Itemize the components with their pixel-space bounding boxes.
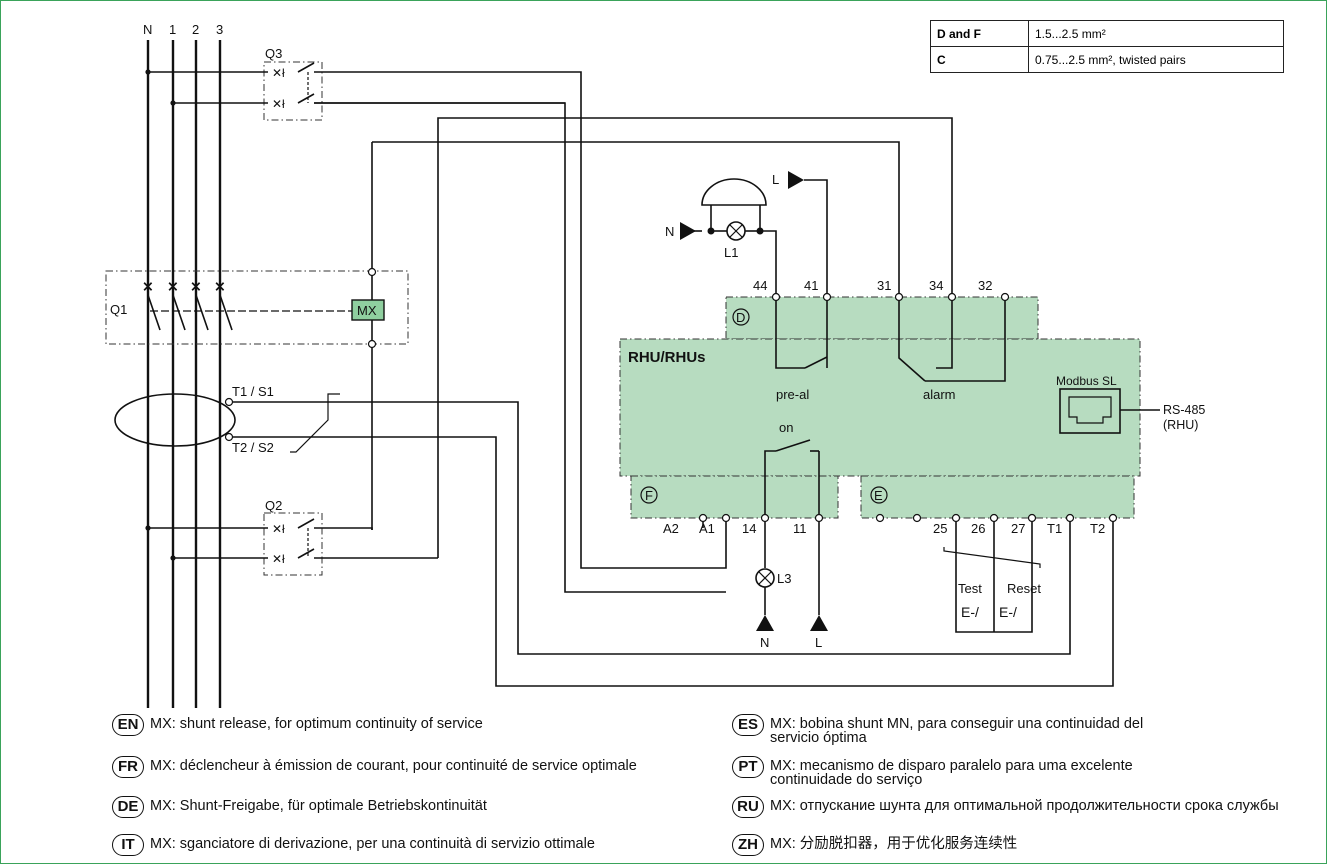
terminal-a1: A1 bbox=[699, 521, 715, 536]
cable-section-table: D and F 1.5...2.5 mm² C 0.75...2.5 mm², … bbox=[930, 20, 1284, 73]
legend-item-ru: RU MX: отпускание шунта для оптимальной … bbox=[732, 796, 1292, 818]
svg-text:⨯: ⨯ bbox=[190, 278, 202, 294]
lang-badge: EN bbox=[112, 714, 144, 736]
lamp-l3-label: L3 bbox=[777, 571, 791, 586]
legend-item-it: IT MX: sganciatore di derivazione, per u… bbox=[112, 834, 595, 856]
breaker-contact-icon: ✕ł bbox=[272, 552, 285, 566]
supply-l-bottom-label: L bbox=[815, 635, 822, 650]
supply-n-label: N bbox=[665, 224, 674, 239]
legend-text: MX: sganciatore di derivazione, per una … bbox=[150, 836, 595, 852]
legend-item-de: DE MX: Shunt-Freigabe, für optimale Betr… bbox=[112, 796, 487, 818]
button-test-label: Test bbox=[958, 581, 982, 596]
block-f-label: F bbox=[645, 488, 653, 503]
terminal-41: 41 bbox=[804, 278, 818, 293]
relay-prealarm-label: pre-al bbox=[776, 387, 809, 402]
shunt-mx-label: MX bbox=[357, 303, 377, 318]
terminal-34: 34 bbox=[929, 278, 943, 293]
terminal-32: 32 bbox=[978, 278, 992, 293]
legend-text: MX: shunt release, for optimum continuit… bbox=[150, 716, 483, 732]
toroid-t2-label: T2 / S2 bbox=[232, 440, 274, 455]
port-name: Modbus SL bbox=[1056, 374, 1117, 388]
block-d-label: D bbox=[736, 310, 745, 325]
port-link-note: (RHU) bbox=[1163, 418, 1198, 432]
horn-icon bbox=[701, 178, 767, 231]
terminal-44: 44 bbox=[753, 278, 767, 293]
svg-text:⨯: ⨯ bbox=[214, 278, 226, 294]
terminal-26: 26 bbox=[971, 521, 985, 536]
legend-text: MX: mecanismo de disparo paralelo para u… bbox=[770, 758, 1133, 788]
legend-item-en: EN MX: shunt release, for optimum contin… bbox=[112, 714, 483, 736]
test-switch-icon: E-/ bbox=[961, 604, 979, 620]
legend-item-pt: PT MX: mecanismo de disparo paralelo par… bbox=[732, 756, 1292, 787]
terminal-31: 31 bbox=[877, 278, 891, 293]
relay-on-label: on bbox=[779, 420, 793, 435]
bus-label-3: 3 bbox=[216, 22, 223, 37]
lang-badge: PT bbox=[732, 756, 764, 778]
block-f-badge bbox=[640, 486, 658, 504]
breaker-q2-label: Q2 bbox=[265, 498, 282, 513]
lang-badge: ES bbox=[732, 714, 764, 736]
bus-bars bbox=[146, 40, 222, 708]
block-e-badge bbox=[870, 486, 888, 504]
legend-item-zh: ZH MX: 分励脱扣器，用于优化服务连续性 bbox=[732, 834, 1292, 856]
breaker-contact-icon: ✕ł bbox=[272, 97, 285, 111]
breaker-q1-box bbox=[105, 270, 409, 345]
legend-text: MX: Shunt-Freigabe, für optimale Betrieb… bbox=[150, 798, 487, 814]
bus-label-1: 1 bbox=[169, 22, 176, 37]
lang-badge: DE bbox=[112, 796, 144, 818]
lang-badge: RU bbox=[732, 796, 764, 818]
svg-text:⨯: ⨯ bbox=[167, 278, 179, 294]
port-link-label: RS-485 bbox=[1163, 403, 1205, 417]
table-row: C 0.75...2.5 mm², twisted pairs bbox=[930, 46, 1284, 73]
shunt-mx-box bbox=[351, 299, 385, 321]
legend-item-fr: FR MX: déclencheur à émission de courant… bbox=[112, 756, 637, 778]
legend-item-es: ES MX: bobina shunt MN, para conseguir u… bbox=[732, 714, 1292, 745]
legend-text: MX: bobina shunt MN, para conseguir una … bbox=[770, 716, 1144, 746]
lang-badge: FR bbox=[112, 756, 144, 778]
block-e-label: E bbox=[874, 488, 883, 503]
relay-alarm-label: alarm bbox=[923, 387, 956, 402]
terminal-27: 27 bbox=[1011, 521, 1025, 536]
bus-label-2: 2 bbox=[192, 22, 199, 37]
rj45-port-icon bbox=[1059, 388, 1121, 434]
breaker-q2: ✕ł ✕ł bbox=[145, 512, 323, 576]
terminal-a2: A2 bbox=[663, 521, 679, 536]
lang-badge: ZH bbox=[732, 834, 764, 856]
button-reset-label: Reset bbox=[1007, 581, 1041, 596]
toroid-sensor bbox=[114, 393, 236, 447]
terminal-14: 14 bbox=[742, 521, 756, 536]
toroid-t1-label: T1 / S1 bbox=[232, 384, 274, 399]
device-rhu bbox=[619, 296, 1141, 519]
supply-n-bottom-label: N bbox=[760, 635, 769, 650]
supply-l-label: L bbox=[772, 172, 779, 187]
breaker-q1-label: Q1 bbox=[110, 302, 127, 317]
device-name: RHU/RHUs bbox=[628, 349, 706, 366]
lamp-l1-label: L1 bbox=[724, 245, 738, 260]
breaker-q3-label: Q3 bbox=[265, 46, 282, 61]
terminal-11: 11 bbox=[793, 521, 807, 536]
lang-badge: IT bbox=[112, 834, 144, 856]
breaker-contact-icon: ✕ł bbox=[272, 66, 285, 80]
svg-text:⨯: ⨯ bbox=[142, 278, 154, 294]
legend-text: MX: 分励脱扣器，用于优化服务连续性 bbox=[770, 836, 1018, 852]
bus-label-n: N bbox=[143, 22, 152, 37]
terminal-25: 25 bbox=[933, 521, 947, 536]
table-cell-value: 0.75...2.5 mm², twisted pairs bbox=[1028, 46, 1284, 73]
table-cell-value: 1.5...2.5 mm² bbox=[1028, 20, 1284, 47]
terminal-t1: T1 bbox=[1047, 521, 1062, 536]
breaker-q1-poles: ⨯ ⨯ ⨯ ⨯ bbox=[142, 278, 352, 331]
reset-switch-icon: E-/ bbox=[999, 604, 1017, 620]
breaker-contact-icon: ✕ł bbox=[272, 522, 285, 536]
legend-text: MX: отпускание шунта для оптимальной про… bbox=[770, 798, 1279, 814]
block-d-badge bbox=[732, 308, 750, 326]
terminal-t2: T2 bbox=[1090, 521, 1105, 536]
legend-text: MX: déclencheur à émission de courant, p… bbox=[150, 758, 637, 774]
breaker-q3: ✕ł ✕ł bbox=[145, 61, 323, 121]
table-row: D and F 1.5...2.5 mm² bbox=[930, 20, 1284, 47]
